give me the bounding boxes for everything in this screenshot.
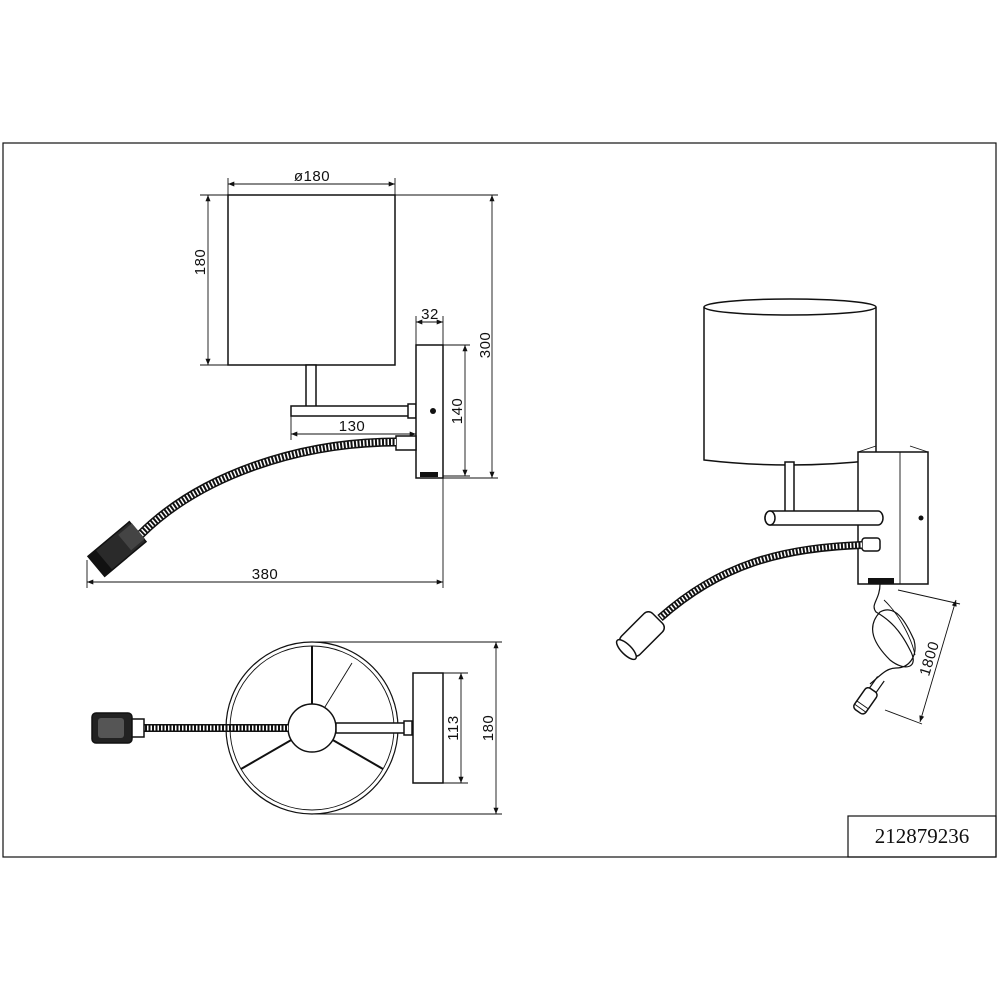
lamp-shade-3d: [703, 307, 877, 466]
top-view: 113 180: [91, 641, 502, 815]
dim-backplate-width: 113: [445, 715, 462, 740]
dim-shade-diameter: ø180: [294, 168, 330, 185]
wall-backplate-top: [412, 672, 444, 784]
shade-hub: [287, 703, 337, 753]
reading-lamp-head: [86, 520, 148, 578]
plug-icon: [853, 676, 885, 715]
dim-arm-length: 130: [339, 418, 366, 435]
switch-button-icon: [430, 408, 436, 414]
drawing-frame: [2, 142, 997, 858]
dim-total-length: 380: [252, 566, 279, 583]
support-arm-3d: [764, 510, 884, 526]
reading-lamp-head-3d: [615, 610, 666, 661]
title-box: [847, 815, 997, 858]
dim-backplate-depth: 32: [421, 306, 439, 323]
power-cable: [869, 583, 916, 685]
dim-total-height: 300: [477, 332, 494, 359]
perspective-view: 1800: [615, 298, 961, 725]
wall-backplate: [415, 344, 444, 479]
backplate-base: [420, 472, 438, 477]
dim-shade-diameter-top: 180: [480, 715, 497, 742]
support-arm-top: [335, 722, 412, 734]
gooseneck-arm: [136, 437, 397, 539]
switch-button-icon: [918, 515, 924, 521]
gooseneck-connector: [395, 435, 417, 451]
side-view: ø180 180 300 32 140 130 380: [86, 168, 498, 588]
part-number: 212879236: [875, 824, 970, 848]
shade-stem-3d: [784, 461, 795, 515]
dim-shade-height: 180: [192, 249, 209, 276]
shade-stem: [305, 364, 317, 408]
dim-backplate-height: 140: [449, 398, 466, 425]
arm-joint: [407, 403, 417, 419]
lamp-shade: [227, 194, 396, 366]
gooseneck-3d: [657, 541, 863, 621]
support-arm: [290, 405, 419, 417]
